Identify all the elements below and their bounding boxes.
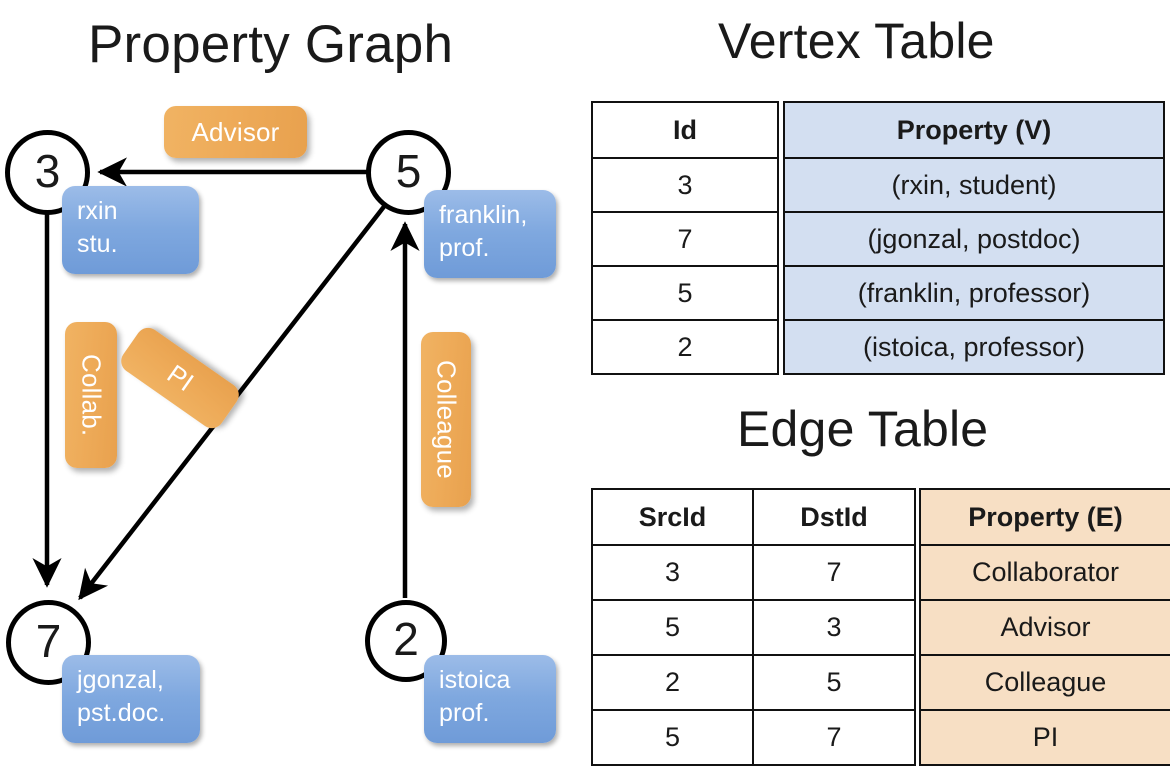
graph-node-3-label: 3: [34, 144, 61, 197]
page-title-edge-table: Edge Table: [737, 401, 989, 457]
table-header-row: Property (E): [919, 488, 1170, 546]
graph-node-5[interactable]: 5: [366, 130, 451, 215]
edge-label-pi-text: PI: [161, 358, 200, 398]
edge-table-property-column: Property (E) Collaborator Advisor Collea…: [919, 488, 1170, 766]
graph-node-2[interactable]: 2: [365, 600, 447, 682]
edge-row-0-src: 3: [591, 544, 754, 601]
table-row[interactable]: 3 7: [591, 544, 916, 601]
edge-header-dstid: DstId: [752, 488, 916, 546]
table-row[interactable]: 3: [591, 157, 779, 213]
table-row[interactable]: 5: [591, 265, 779, 321]
node-3-property-line-2: stu.: [77, 230, 118, 258]
edge-row-0-dst: 7: [752, 544, 916, 601]
node-3-property-line-1: rxin: [77, 197, 118, 225]
edge-table-id-columns: SrcId DstId 3 7 5 3 2 5 5 7: [591, 488, 916, 766]
node-2-property-line-2: prof.: [439, 699, 490, 727]
edge-label-collab: Collab.: [65, 322, 117, 468]
node-2-property-box: istoica prof.: [424, 655, 556, 743]
edge-row-2-property: Colleague: [919, 654, 1170, 711]
table-header-row: Property (V): [783, 101, 1165, 159]
vertex-table-id-column: Id 3 7 5 2: [591, 101, 779, 375]
node-5-property-line-1: franklin,: [439, 201, 528, 229]
graph-node-7-label: 7: [35, 614, 62, 667]
graph-node-5-label: 5: [395, 144, 422, 197]
edge-row-1-dst: 3: [752, 599, 916, 656]
edge-header-srcid: SrcId: [591, 488, 754, 546]
edge-label-advisor-text: Advisor: [191, 116, 280, 147]
vertex-header-property: Property (V): [783, 101, 1165, 159]
property-graph-diagram: 3 5 7 2 rxin stu. franklin, prof. jgonza…: [0, 0, 585, 760]
edge-row-2-dst: 5: [752, 654, 916, 711]
table-header-row: SrcId DstId: [591, 488, 916, 546]
table-header-row: Id: [591, 101, 779, 159]
table-row[interactable]: 7: [591, 211, 779, 267]
table-row[interactable]: Colleague: [919, 654, 1170, 711]
edge-row-2-src: 2: [591, 654, 754, 711]
vertex-row-1-property: (jgonzal, postdoc): [783, 211, 1165, 267]
table-row[interactable]: 2 5: [591, 654, 916, 711]
edge-row-3-src: 5: [591, 709, 754, 766]
vertex-row-0-id: 3: [591, 157, 779, 213]
edge-label-advisor: Advisor: [164, 106, 307, 158]
node-7-property-line-2: pst.doc.: [77, 699, 166, 727]
edge-row-3-dst: 7: [752, 709, 916, 766]
graph-node-2-label: 2: [393, 613, 419, 665]
node-7-property-line-1: jgonzal,: [77, 666, 164, 694]
node-3-property-box: rxin stu.: [62, 186, 199, 274]
edge-row-1-property: Advisor: [919, 599, 1170, 656]
edge-row-0-property: Collaborator: [919, 544, 1170, 601]
page-title-vertex-table: Vertex Table: [718, 13, 995, 69]
vertex-header-id: Id: [591, 101, 779, 159]
table-row[interactable]: (istoica, professor): [783, 319, 1165, 375]
vertex-row-2-property: (franklin, professor): [783, 265, 1165, 321]
vertex-table-property-column: Property (V) (rxin, student) (jgonzal, p…: [783, 101, 1165, 375]
vertex-row-3-property: (istoica, professor): [783, 319, 1165, 375]
node-7-property-box: jgonzal, pst.doc.: [62, 655, 200, 743]
edge-label-colleague-text: Colleague: [431, 360, 462, 479]
table-row[interactable]: (franklin, professor): [783, 265, 1165, 321]
table-row[interactable]: 2: [591, 319, 779, 375]
vertex-row-1-id: 7: [591, 211, 779, 267]
vertex-row-2-id: 5: [591, 265, 779, 321]
table-row[interactable]: PI: [919, 709, 1170, 766]
table-row[interactable]: 5 7: [591, 709, 916, 766]
edge-row-1-src: 5: [591, 599, 754, 656]
node-2-property-line-1: istoica: [439, 666, 511, 694]
edge-label-colleague: Colleague: [421, 332, 471, 507]
node-5-property-line-2: prof.: [439, 234, 490, 262]
node-5-property-box: franklin, prof.: [424, 190, 556, 278]
edge-row-3-property: PI: [919, 709, 1170, 766]
edge-label-collab-text: Collab.: [76, 353, 107, 437]
page-title-property-graph: Property Graph: [88, 15, 454, 74]
edge-header-property: Property (E): [919, 488, 1170, 546]
table-row[interactable]: (jgonzal, postdoc): [783, 211, 1165, 267]
vertex-row-0-property: (rxin, student): [783, 157, 1165, 213]
table-row[interactable]: 5 3: [591, 599, 916, 656]
table-row[interactable]: Collaborator: [919, 544, 1170, 601]
table-row[interactable]: Advisor: [919, 599, 1170, 656]
table-row[interactable]: (rxin, student): [783, 157, 1165, 213]
vertex-row-3-id: 2: [591, 319, 779, 375]
